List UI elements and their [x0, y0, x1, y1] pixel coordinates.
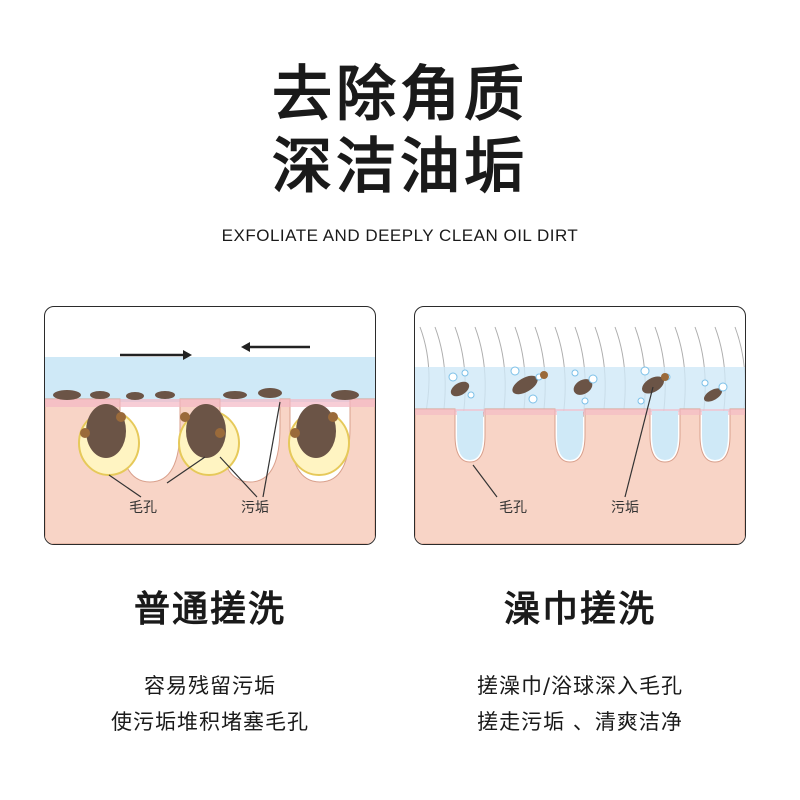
headline-line-2: 深洁油垢	[272, 132, 528, 202]
towel-scrub-desc-1: 搓澡巾/浴球深入毛孔	[476, 674, 684, 698]
towel-scrub-desc-2: 搓走污垢 、清爽洁净	[477, 710, 683, 734]
english-subtitle: EXFOLIATE AND DEEPLY CLEAN OIL DIRT	[221, 226, 579, 245]
towel-scrub-illustration	[415, 326, 745, 544]
pore-label: 毛孔	[499, 500, 527, 516]
normal-scrub-desc-2: 使污垢堆积堵塞毛孔	[111, 710, 309, 734]
dirt-label: 污垢	[611, 500, 639, 516]
towel-scrub-title: 澡巾搓洗	[503, 589, 656, 630]
normal-scrub-illustration	[45, 342, 375, 544]
normal-scrub-title: 普通搓洗	[133, 589, 286, 630]
towel-scrub-diagram: 毛孔 污垢	[414, 306, 746, 545]
pore-label: 毛孔	[129, 500, 157, 516]
normal-scrub-diagram: 毛孔 污垢	[44, 306, 376, 545]
headline-line-1: 去除角质	[272, 60, 528, 130]
dirt-label: 污垢	[241, 500, 269, 516]
normal-scrub-desc-1: 容易残留污垢	[144, 674, 276, 698]
